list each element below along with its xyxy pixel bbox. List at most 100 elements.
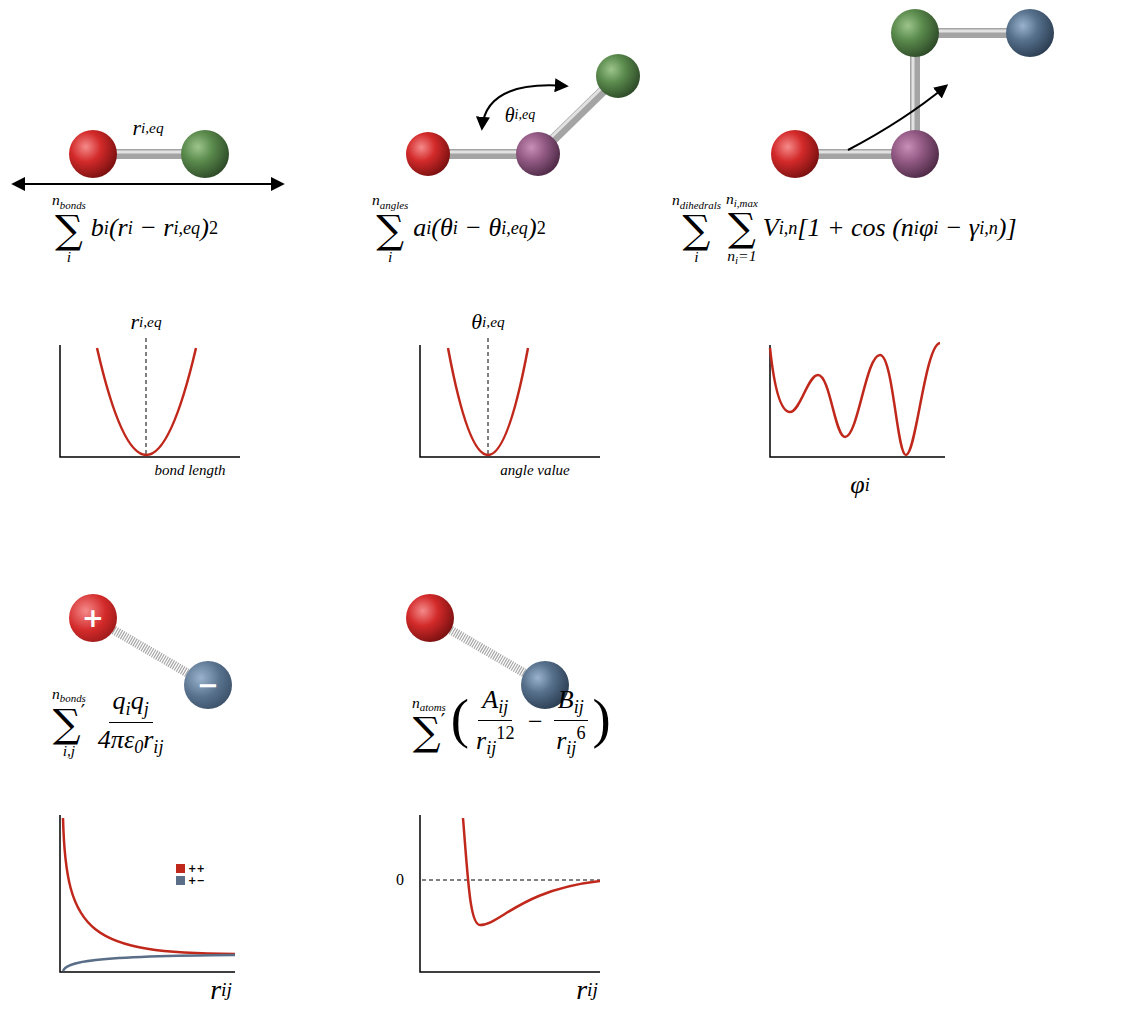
formula-term: angle value: [500, 462, 570, 479]
sum-symbol: ∑: [376, 207, 404, 252]
formula-term: −: [521, 707, 549, 737]
formula-part: rij12: [472, 721, 518, 759]
formula-term: θ: [505, 104, 515, 127]
formula-term: − γ: [938, 213, 979, 243]
formula-term: B: [558, 685, 574, 714]
formula-term: n: [726, 190, 734, 207]
formula-part: Bijrij6: [552, 685, 589, 760]
reference-line: [488, 338, 489, 455]
formula-term: i: [426, 218, 431, 239]
label-group: θi,eq: [471, 309, 504, 334]
energy-curve: [63, 818, 235, 954]
atom: [596, 54, 640, 98]
atom: [406, 132, 450, 176]
prime-mark: ′: [81, 701, 85, 724]
prime-mark: ′: [441, 710, 445, 733]
formula-term: 4πε: [98, 725, 134, 754]
formula-term: i: [694, 248, 698, 265]
formula-term: φ: [850, 470, 864, 500]
formula-term: − r: [133, 213, 174, 243]
formula-part: Aij: [478, 685, 512, 721]
formula-term: ij: [574, 697, 584, 717]
label-group: ri,eq: [130, 309, 161, 334]
label-group: angle value: [500, 462, 570, 479]
formula-part: ndihedrals∑i: [672, 191, 721, 264]
formula-term: 6: [576, 723, 585, 743]
energy-curve: [448, 348, 528, 455]
charge-sign: +: [82, 603, 104, 633]
formula-term: ij: [153, 737, 163, 757]
formula-term: i: [865, 475, 870, 496]
plot-legend: +++−: [176, 862, 205, 886]
formula-term: r: [130, 309, 139, 334]
legend-text: +−: [188, 875, 205, 886]
formula-term: ij: [587, 979, 598, 1002]
formula-part: i: [694, 248, 698, 265]
formula-term: 12: [496, 723, 514, 743]
formula-term: i,eq: [515, 107, 536, 123]
legend-swatch: [176, 864, 185, 873]
plot-axes: [60, 345, 240, 457]
atom: [771, 130, 819, 178]
formula-part: nbonds∑′i,j: [52, 685, 86, 759]
formula-term: n: [412, 694, 420, 711]
label-group: rij: [576, 974, 598, 1006]
atom: [69, 130, 117, 178]
formula-term: − θ: [458, 213, 501, 243]
formula-term: bond length: [154, 462, 225, 479]
atom: [891, 130, 939, 178]
formula-part: ni,max∑ni=1: [726, 190, 758, 266]
formula-term: i: [128, 218, 133, 239]
energy-curve: [97, 348, 196, 455]
formula-term: φ: [919, 213, 933, 243]
label-group: rij: [210, 974, 232, 1006]
legend-row: +−: [176, 874, 205, 886]
formula-term: n: [52, 191, 60, 208]
energy-curve: [770, 343, 940, 455]
formula-term: n: [727, 247, 735, 264]
formula-term: a: [413, 213, 426, 243]
reference-line: [146, 338, 600, 880]
formula-term: r: [476, 726, 486, 755]
formula-part: i: [388, 248, 392, 265]
formula-part: qiqj: [109, 686, 153, 722]
plot-axes: [420, 815, 600, 972]
label-group: nbonds∑′i,jqiqj4πε0rij: [52, 685, 170, 759]
formula-term: i: [67, 248, 71, 265]
formula-part: natoms∑′: [412, 694, 446, 751]
formula-term: b: [91, 213, 104, 243]
legend-text: ++: [188, 863, 205, 874]
plot-axes: [770, 345, 945, 457]
formula-part: ∑: [376, 211, 404, 248]
formula-term: i,n: [779, 218, 798, 239]
formula-term: (r: [109, 213, 128, 243]
atom: [69, 9, 1054, 709]
formula-part: qiqj4πε0rij: [94, 686, 168, 758]
formula-term: r: [210, 974, 221, 1006]
label-group: bond length: [154, 462, 225, 479]
motion-arrow: [14, 85, 946, 184]
formula-part: Aijrij12: [472, 685, 518, 760]
formula-term: i,eq: [482, 313, 505, 331]
formula-term: ij: [566, 738, 576, 758]
formula-term: n: [372, 191, 380, 208]
label-group: φi: [850, 470, 869, 500]
sum-symbol: ∑: [728, 205, 756, 250]
formula-term: (: [451, 692, 469, 747]
energy-curve: [463, 818, 600, 925]
motion-arrow: [848, 86, 946, 150]
charged-atom: +: [69, 594, 117, 642]
formula-term: ): [592, 692, 610, 747]
formula-term: 0: [396, 871, 404, 889]
legend-row: ++: [176, 862, 205, 874]
formula-term: n: [672, 191, 680, 208]
formula-term: 2: [537, 218, 546, 239]
formula-term: =1: [738, 247, 756, 264]
atom: [516, 132, 560, 176]
formula-term: i: [453, 218, 458, 239]
formula-term: i,j: [63, 742, 76, 759]
formula-term: i: [933, 218, 938, 239]
energy-curve: [63, 955, 235, 971]
formula-part: ∑: [728, 209, 756, 246]
